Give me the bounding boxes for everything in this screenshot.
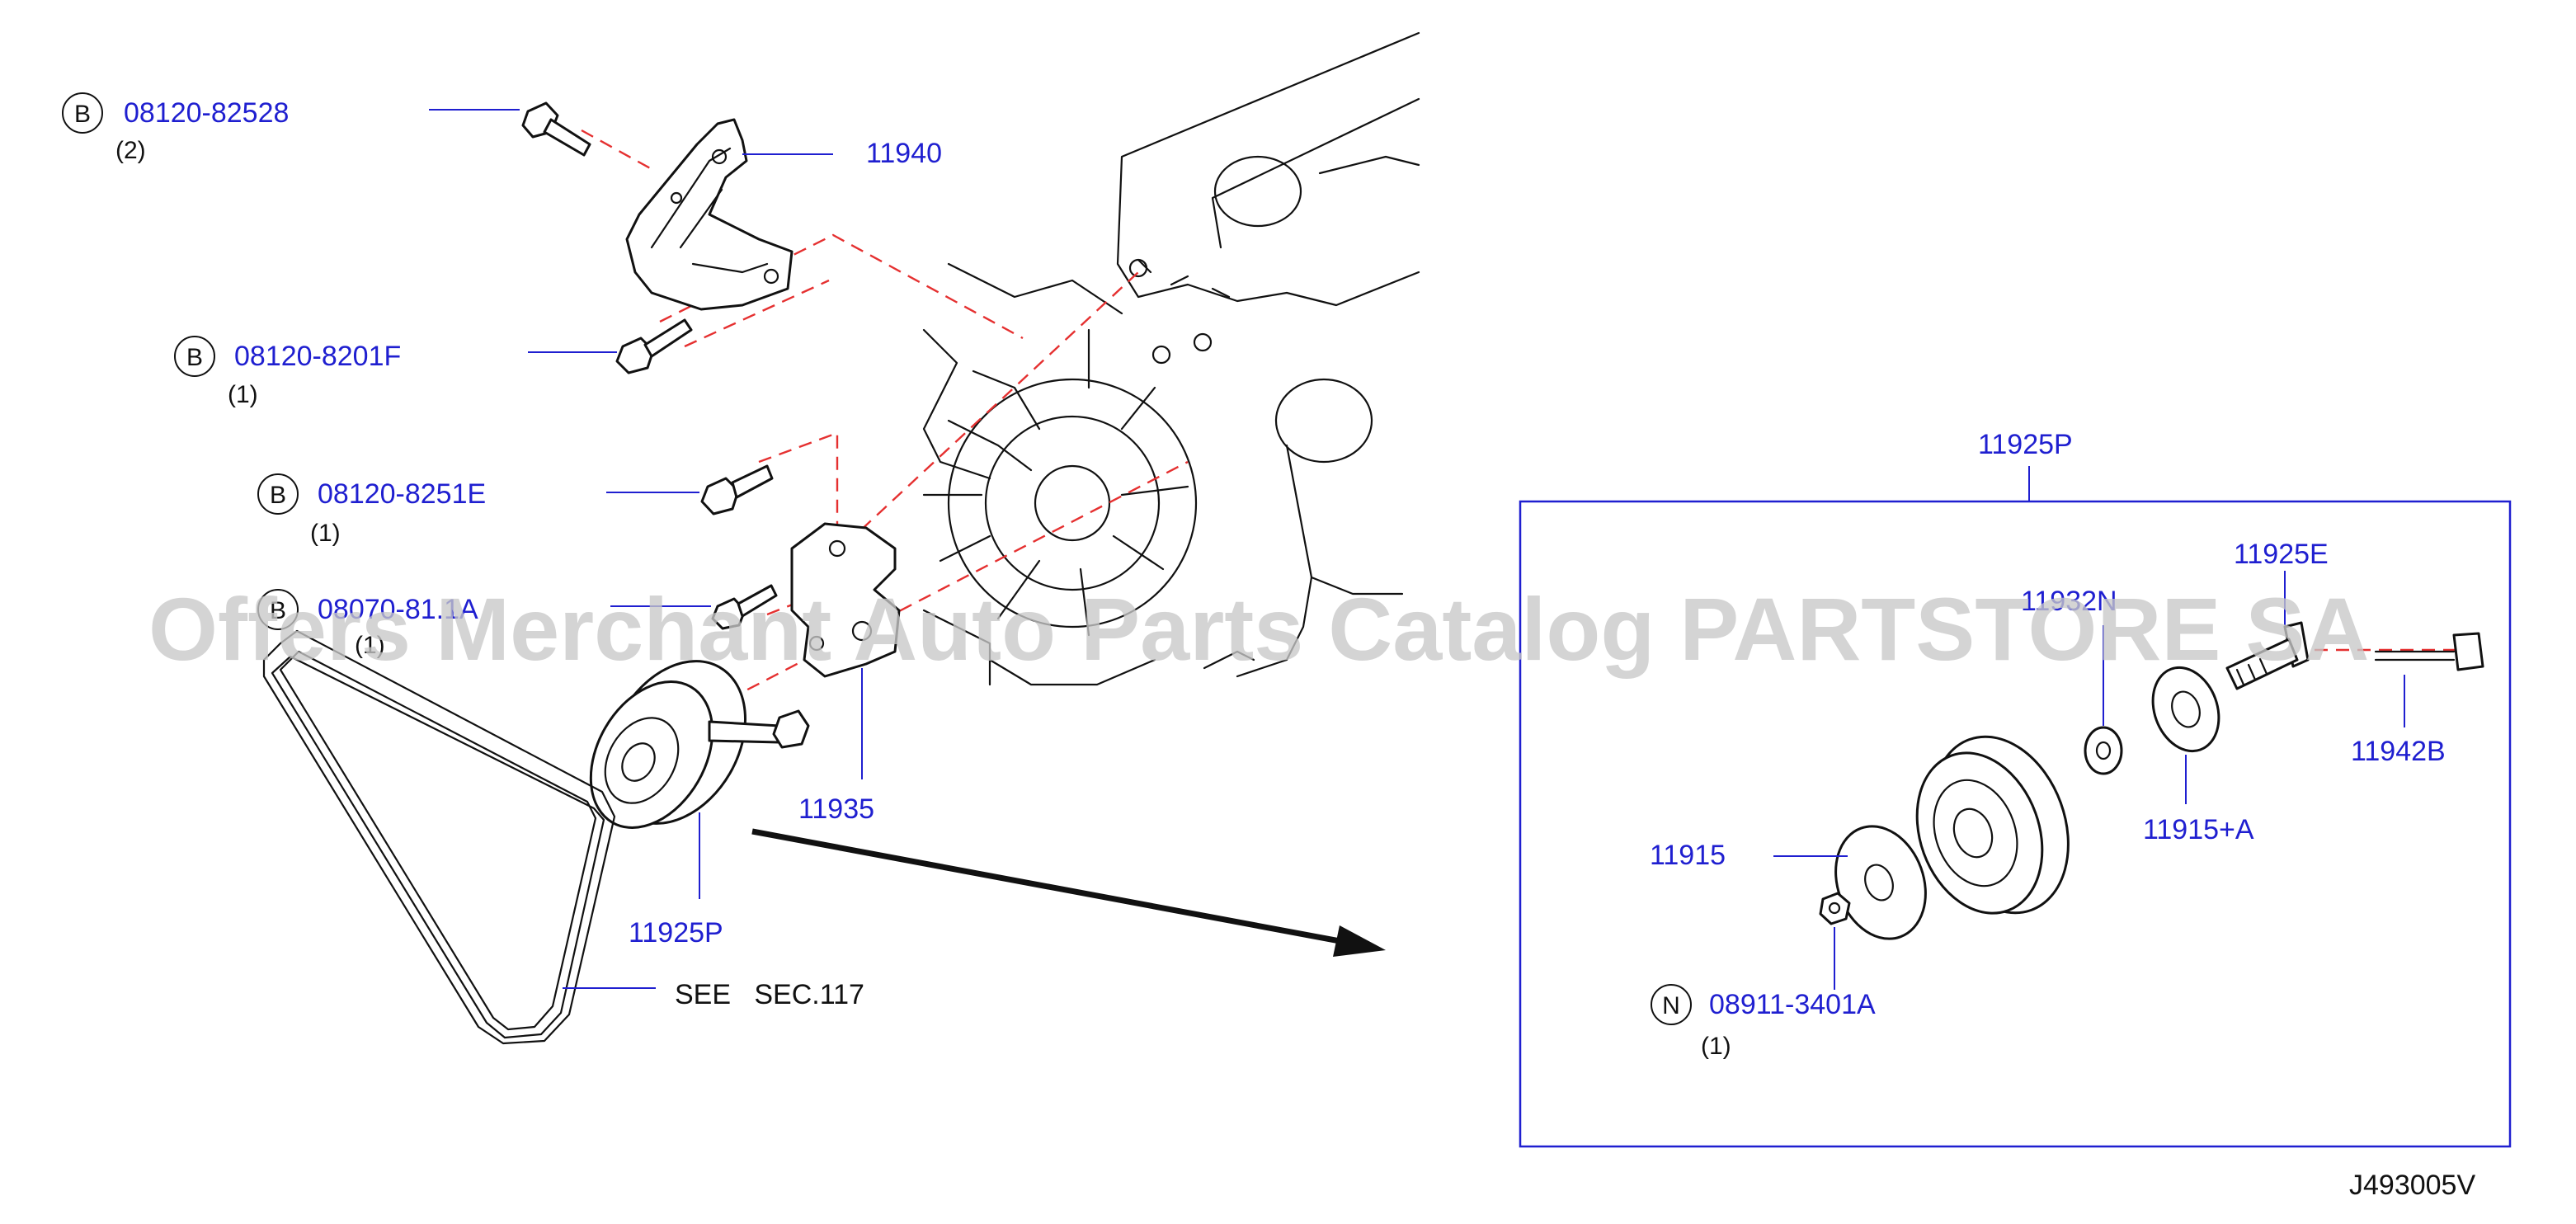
quantity-label: (1) [1701,1033,1731,1060]
part-number-label: 11935 [798,793,874,825]
quantity-label: (1) [310,520,341,547]
lower-bracket-part [790,522,901,678]
detail-long-bolt-part [2374,632,2484,671]
part-number-label: 11932N [2021,586,2117,617]
drive-belt-part [262,629,616,1045]
bolt-letter-badge: B [270,482,286,509]
part-number-label: 11940 [866,138,942,169]
detail-pointer-arrow [751,828,1386,957]
engine-block-drawing [922,31,1420,686]
watermark-text: Offers Merchant Auto Parts Catalog PARTS… [148,579,2369,679]
bolt-icon [521,101,591,157]
detail-pulley-part [1915,735,2070,915]
part-number-label: 11925E [2234,539,2329,570]
bolt-icon [711,584,778,630]
upper-bracket-part [625,118,794,311]
detail-leader-lines [1773,571,2405,990]
detail-rear-cover-part [2151,666,2220,753]
bolt-letter-badge: B [186,344,203,371]
part-number-label: 11925P [629,917,723,949]
bolt-reference-label: B 08120-82528 (2) [62,92,289,164]
nut-reference-label: N 08911-3401A (1) [1651,984,1876,1060]
part-number-label: 08120-82528 [124,97,289,129]
diagram-id-label: J493005V [2349,1170,2475,1201]
bolt-letter-badge: B [74,101,91,128]
part-number-label: 11915+A [2143,814,2254,845]
detail-title-label: 11925P [1978,429,2073,460]
part-number-label: 11942B [2351,736,2446,767]
detail-frame [1519,466,2512,1148]
part-number-label: 08120-8201F [234,341,401,372]
detail-washer-part [2084,726,2123,775]
part-number-label: 11915 [1650,840,1726,871]
detail-nut-part [1819,892,1851,925]
bolt-reference-label: B 08120-8251E (1) [257,473,486,547]
bolt-reference-label: B 08120-8201F (1) [174,336,401,408]
part-number-label: 08120-8251E [318,478,486,510]
bolt-icon [700,464,774,515]
quantity-label: (2) [115,137,146,164]
belt-section-reference: SEE SEC.117 [675,979,864,1010]
part-number-label: 08911-3401A [1709,989,1876,1020]
detail-bolt-part [2225,621,2310,690]
leader-lines [429,109,863,989]
idler-pulley-part [589,660,810,829]
part-number-label: 08070-81.1A [318,594,478,625]
quantity-label: (1) [228,381,258,408]
nut-letter-badge: N [1662,992,1680,1019]
bolt-letter-badge: B [270,597,286,624]
bolt-reference-label: B 08070-81.1A (1) [257,589,478,659]
quantity-label: (1) [355,632,385,659]
bolt-icon [615,318,693,374]
